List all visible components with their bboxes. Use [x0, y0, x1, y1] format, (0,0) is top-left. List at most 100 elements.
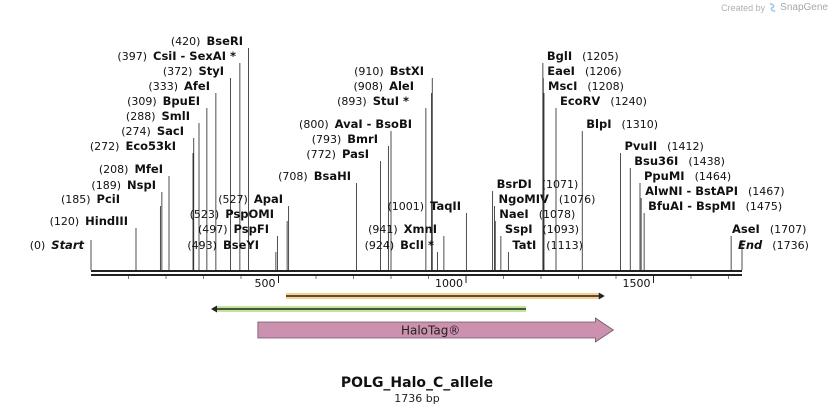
site-eaei[interactable]: EaeI (1206): [542, 64, 622, 270]
site-tati[interactable]: TatI(1113): [507, 238, 583, 270]
site-nspi[interactable]: NspI(189): [91, 178, 163, 270]
site-asei[interactable]: AseI(1707): [730, 222, 806, 270]
site-bseyi[interactable]: BseYI(493): [187, 238, 277, 270]
site-position: (800): [299, 118, 329, 131]
site-bstxi[interactable]: BstXI(910): [354, 64, 433, 270]
feature-primer-forward[interactable]: [286, 292, 605, 300]
site-name: BsaHI: [314, 169, 351, 183]
site-hindiii[interactable]: HindIII (120): [50, 214, 137, 270]
site-avai-bsobi[interactable]: AvaI - BsoBI(800): [299, 117, 412, 270]
site-position: (1071): [542, 178, 579, 191]
feature-primer-reverse[interactable]: [211, 305, 526, 313]
site-ngomiv[interactable]: NgoMIV(1076): [494, 192, 596, 270]
site-end[interactable]: End(1736): [738, 238, 809, 270]
primer-arrowhead-icon: [211, 305, 217, 313]
site-name: Start: [51, 238, 84, 252]
site-pspfi[interactable]: PspFI (497): [198, 222, 278, 270]
site-position: (333): [148, 80, 178, 93]
site-position: (185): [61, 193, 91, 206]
site-smli[interactable]: SmlI(288): [126, 109, 200, 270]
site-mfei[interactable]: MfeI(208): [99, 162, 170, 270]
snapgene-logo-icon: [769, 3, 776, 12]
credit-prefix: Created by: [721, 2, 766, 13]
site-bseri[interactable]: BseRI (420): [171, 34, 249, 270]
site-position: (1438): [688, 155, 725, 168]
site-position: (272): [90, 140, 120, 153]
ruler-tick-label: 1000: [435, 277, 463, 290]
ruler-tick-label: 1500: [623, 277, 651, 290]
site-pspomi[interactable]: PspOMI(523): [190, 207, 288, 270]
site-name: MscI: [548, 79, 577, 93]
site-msci[interactable]: MscI (1208): [543, 79, 624, 270]
backbone-bottom-strand: [91, 274, 742, 276]
site-position: (288): [126, 110, 156, 123]
site-name: NgoMIV: [499, 192, 549, 206]
site-bpuei[interactable]: BpuEI(309): [127, 94, 208, 270]
site-alwni-bstapi[interactable]: AlwNI - BstAPI (1467): [640, 184, 785, 270]
site-start[interactable]: Start(0): [30, 238, 92, 270]
site-bmri[interactable]: BmrI(793): [312, 132, 389, 270]
site-pasi[interactable]: PasI(772): [306, 147, 381, 270]
credit-brand: SnapGene: [780, 2, 828, 13]
site-position: (1464): [695, 170, 732, 183]
site-position: (1093): [543, 223, 580, 236]
site-name: Eco53kI: [125, 139, 176, 153]
site-blpi[interactable]: BlpI (1310): [581, 117, 658, 270]
site-pcii[interactable]: PciI(185): [61, 192, 161, 270]
site-position: (1736): [772, 239, 809, 252]
site-eco53ki[interactable]: Eco53kI (272): [90, 139, 194, 270]
site-name: PpuMI: [644, 169, 685, 183]
feature-cds[interactable]: HaloTag®: [257, 317, 615, 343]
site-stui[interactable]: StuI * (893): [337, 94, 427, 270]
site-position: (1113): [546, 239, 583, 252]
site-alei[interactable]: AleI(908): [353, 79, 432, 270]
site-xmni[interactable]: XmnI(941): [368, 222, 445, 270]
site-position: (1412): [667, 140, 704, 153]
site-saci[interactable]: SacI(274): [121, 124, 195, 270]
site-position: (893): [337, 95, 367, 108]
site-name: PspFI: [234, 222, 269, 236]
site-afei[interactable]: AfeI (333): [148, 79, 217, 270]
site-name: AfeI: [184, 79, 210, 93]
site-position: (1467): [748, 185, 785, 198]
site-name: StuI *: [373, 94, 409, 108]
site-position: (120): [50, 215, 80, 228]
site-position: (708): [278, 170, 308, 183]
site-name: StyI: [198, 64, 224, 78]
site-position: (1310): [621, 118, 658, 131]
site-name: HindIII: [85, 214, 128, 228]
site-pvuii[interactable]: PvuII (1412): [620, 139, 704, 270]
site-position: (1205): [582, 50, 619, 63]
site-name: AleI: [389, 79, 414, 93]
site-ecorv[interactable]: EcoRV(1240): [555, 94, 647, 270]
site-position: (772): [306, 148, 336, 161]
site-position: (1001): [388, 200, 425, 213]
site-position: (420): [171, 35, 201, 48]
site-bcli[interactable]: BclI *(924): [365, 238, 438, 270]
site-styi[interactable]: StyI(372): [163, 64, 231, 270]
site-name: NspI: [127, 178, 156, 192]
site-naei[interactable]: NaeI(1078): [494, 207, 575, 270]
site-name: BseRI: [206, 34, 243, 48]
site-taqii[interactable]: TaqII(1001): [388, 199, 467, 270]
site-position: (493): [187, 239, 217, 252]
site-position: (1206): [585, 65, 622, 78]
site-position: (497): [198, 223, 228, 236]
cds-arrow: [257, 317, 615, 343]
site-position: (910): [354, 65, 384, 78]
site-bsrdi[interactable]: BsrDI (1071): [492, 177, 579, 270]
site-sspi[interactable]: SspI(1093): [500, 222, 580, 270]
site-bsahi[interactable]: BsaHI (708): [278, 169, 357, 270]
site-name: AlwNI - BstAPI: [645, 184, 738, 198]
site-position: (1208): [587, 80, 624, 93]
site-apai[interactable]: ApaI(527): [218, 192, 290, 270]
site-bsu36i[interactable]: Bsu36I(1438): [629, 154, 725, 270]
site-name: BsrDI: [497, 177, 532, 191]
site-name: PvuII: [625, 139, 658, 153]
site-csii-sexai[interactable]: CsiI - SexAI *(397): [117, 49, 241, 270]
site-name: BclI *: [400, 238, 434, 252]
site-ppumi[interactable]: PpuMI (1464): [639, 169, 732, 270]
site-name: EaeI: [547, 64, 575, 78]
site-name: BlpI: [586, 117, 611, 131]
site-bfuai-bspmi[interactable]: BfuAI - BspMI(1475): [643, 199, 782, 270]
